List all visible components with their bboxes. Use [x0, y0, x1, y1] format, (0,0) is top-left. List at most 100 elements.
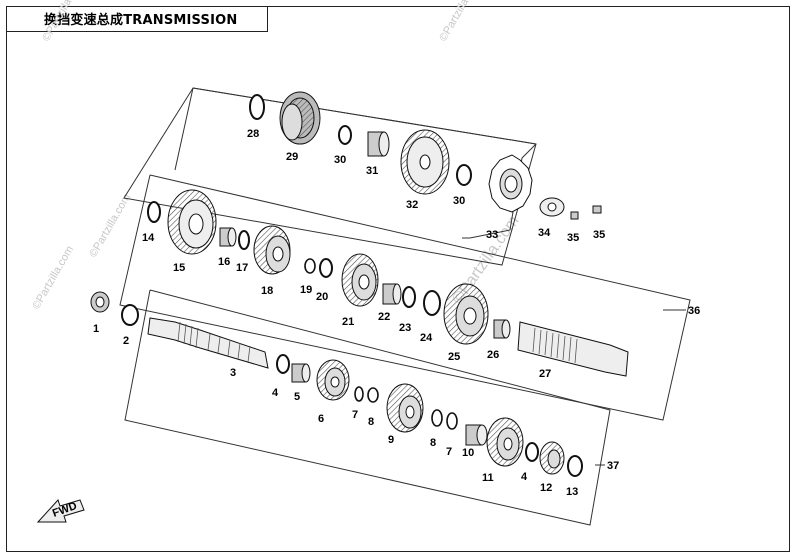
part-30-washer-upper [338, 125, 352, 145]
callout-7: 7 [352, 409, 358, 421]
part-8-washer-right [431, 409, 443, 427]
callout-23: 23 [399, 322, 411, 334]
callouts: 1 2 3 4 4 5 6 7 7 8 8 9 10 11 12 13 14 1… [93, 128, 700, 498]
watermark-2: ©Partzilla.com [437, 0, 483, 44]
upper-box-right [462, 143, 537, 239]
callout-22: 22 [378, 311, 390, 323]
callout-27: 27 [539, 368, 551, 380]
callout-13: 13 [566, 486, 578, 498]
diagram-frame [6, 6, 790, 552]
part-30-washer-lower [456, 164, 472, 186]
callout-35b: 35 [593, 229, 605, 241]
part-2-washer [121, 304, 139, 326]
part-9-gear [386, 383, 424, 433]
part-6-gear [316, 359, 350, 401]
part-12-gear [539, 441, 565, 475]
callout-2: 2 [123, 335, 129, 347]
callout-16: 16 [218, 256, 230, 268]
callout-17: 17 [236, 262, 248, 274]
lower-box [124, 289, 611, 526]
top-parts [249, 91, 602, 220]
part-8-washer-left [367, 387, 379, 403]
part-19-circlip [304, 258, 316, 274]
callout-9: 9 [388, 434, 394, 446]
part-7-circlip-left [354, 386, 364, 402]
part-4-washer-right [525, 442, 539, 462]
callout-4b: 4 [521, 471, 528, 483]
callout-12: 12 [540, 482, 552, 494]
part-4-washer-left [276, 354, 290, 374]
part-32-gear [400, 129, 450, 195]
part-29-gear [279, 91, 321, 145]
callout-28: 28 [247, 128, 259, 140]
title-box [6, 6, 268, 32]
part-18-gear [253, 225, 291, 275]
part-20-washer [319, 258, 333, 278]
callout-8: 8 [368, 416, 374, 428]
part-11-gear [486, 417, 524, 467]
part-15-gear [167, 189, 217, 255]
part-22-bushing [382, 283, 402, 305]
part-34-plate [539, 197, 565, 217]
part-28-washer [249, 94, 265, 120]
part-21-gear [341, 253, 379, 307]
part-3-shaft [147, 317, 269, 369]
callout-36: 36 [688, 305, 700, 317]
callout-37: 37 [607, 460, 619, 472]
callout-33: 33 [486, 229, 498, 241]
callout-18: 18 [261, 285, 273, 297]
callout-21: 21 [342, 316, 354, 328]
part-25-gear [443, 283, 489, 345]
callout-26: 26 [487, 349, 499, 361]
lower-parts [90, 291, 583, 477]
fwd-arrow-icon: FWD [36, 499, 85, 523]
part-26-bearing [493, 319, 511, 339]
callout-30b: 30 [453, 195, 465, 207]
middle-parts [147, 189, 629, 377]
callout-7b: 7 [446, 446, 452, 458]
callout-29: 29 [286, 151, 298, 163]
part-16-bearing [219, 227, 237, 247]
callout-3: 3 [230, 367, 236, 379]
part-35-bolt-2 [592, 205, 602, 214]
part-14-washer [147, 201, 161, 223]
callout-24: 24 [420, 332, 433, 344]
callout-30: 30 [334, 154, 346, 166]
part-23-washer [402, 286, 416, 308]
callout-19: 19 [300, 284, 312, 296]
callout-15: 15 [173, 262, 185, 274]
watermark-3: ©Partzilla.com [30, 244, 76, 312]
part-35-bolt-1 [570, 211, 579, 220]
part-13-washer [567, 455, 583, 477]
part-7-circlip-right [446, 412, 458, 430]
callout-10: 10 [462, 447, 474, 459]
part-10-bushing [465, 424, 488, 446]
part-17-washer [238, 230, 250, 250]
part-5-bushing [291, 363, 311, 383]
callout-1: 1 [93, 323, 99, 335]
callout-25: 25 [448, 351, 460, 363]
callout-4: 4 [272, 387, 279, 399]
callout-11: 11 [482, 472, 494, 484]
callout-20: 20 [316, 291, 328, 303]
diagram-title: 换挡变速总成TRANSMISSION [44, 13, 238, 28]
middle-box [119, 174, 691, 421]
callout-31: 31 [366, 165, 378, 177]
part-33-sprocket [488, 154, 533, 213]
callout-34: 34 [538, 227, 551, 239]
callout-32: 32 [406, 199, 418, 211]
callout-8b: 8 [430, 437, 436, 449]
callout-14: 14 [142, 232, 155, 244]
part-1-nut [90, 291, 110, 313]
assembly-outlines [119, 87, 691, 526]
upper-box-top [192, 87, 537, 145]
part-31-bushing [367, 131, 390, 157]
callout-6: 6 [318, 413, 324, 425]
upper-box-left [174, 87, 194, 171]
part-27-shaft [517, 321, 629, 377]
callout-5: 5 [294, 391, 300, 403]
part-24-washer [423, 290, 441, 316]
watermark-1: ©Partzilla.com [40, 0, 86, 44]
callout-35: 35 [567, 232, 579, 244]
